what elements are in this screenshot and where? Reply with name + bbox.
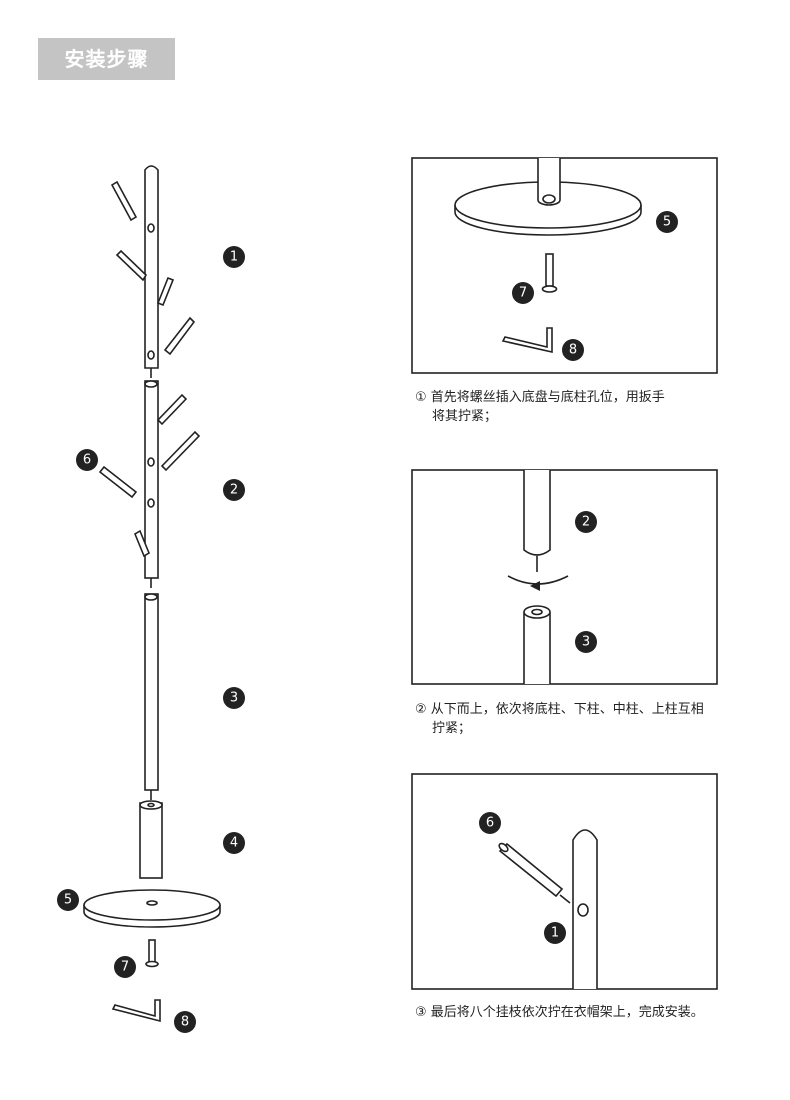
panel2-badge-2: 2: [575, 511, 597, 533]
part-badge-1: 1: [223, 246, 245, 268]
step-3-line-1: ③ 最后将八个挂枝依次拧在衣帽架上，完成安装。: [415, 1005, 704, 1020]
lower-pole: [144, 593, 159, 800]
panel3-badge-1: 1: [544, 922, 566, 944]
svg-text:8: 8: [569, 343, 577, 358]
svg-text:1: 1: [551, 926, 559, 941]
panel-step-2: [411, 469, 718, 685]
svg-text:2: 2: [582, 515, 590, 530]
svg-text:6: 6: [486, 816, 494, 831]
svg-text:8: 8: [181, 1015, 189, 1030]
step-2-line-2: 拧紧；: [432, 721, 472, 736]
svg-text:7: 7: [519, 286, 527, 301]
step-1-line-1: ① 首先将螺丝插入底盘与底柱孔位，用扳手: [415, 390, 665, 405]
panel3-badge-6: 6: [479, 812, 501, 834]
allen-wrench: [111, 999, 161, 1023]
panel-step-1: [411, 157, 718, 374]
svg-text:1: 1: [230, 250, 238, 265]
svg-text:4: 4: [230, 836, 238, 851]
base-plate: [83, 889, 221, 928]
svg-text:5: 5: [663, 215, 671, 230]
part-badge-7: 7: [114, 956, 136, 978]
svg-text:2: 2: [230, 483, 238, 498]
part-badge-3: 3: [223, 687, 245, 709]
hook-branches-top: [110, 180, 196, 356]
part-badge-8: 8: [174, 1011, 196, 1033]
svg-text:3: 3: [230, 691, 238, 706]
part-badge-6: 6: [76, 449, 98, 471]
svg-text:7: 7: [121, 960, 129, 975]
panel1-badge-7: 7: [512, 282, 534, 304]
screw: [145, 939, 159, 968]
svg-text:3: 3: [582, 635, 590, 650]
section-title: 安装步骤: [38, 38, 175, 80]
step-3-caption: ③ 最后将八个挂枝依次拧在衣帽架上，完成安装。: [415, 1003, 725, 1022]
part-badge-4: 4: [223, 832, 245, 854]
panel1-badge-5: 5: [656, 211, 678, 233]
step-2-caption: ② 从下而上，依次将底柱、下柱、中柱、上柱互相 拧紧；: [415, 700, 725, 738]
svg-text:6: 6: [83, 453, 91, 468]
top-pole: [144, 165, 159, 378]
part-badge-2: 2: [223, 479, 245, 501]
middle-pole: [144, 380, 159, 588]
step-1-line-2: 将其拧紧；: [432, 409, 498, 424]
step-1-caption: ① 首先将螺丝插入底盘与底柱孔位，用扳手 将其拧紧；: [415, 388, 725, 426]
part-badge-5: 5: [57, 889, 79, 911]
base-post: [139, 800, 163, 879]
panel-step-3: [411, 773, 718, 990]
svg-text:5: 5: [64, 893, 72, 908]
panel1-badge-8: 8: [562, 339, 584, 361]
panel2-badge-3: 3: [575, 631, 597, 653]
step-2-line-1: ② 从下而上，依次将底柱、下柱、中柱、上柱互相: [415, 702, 704, 717]
hook-branches-middle: [98, 393, 201, 558]
